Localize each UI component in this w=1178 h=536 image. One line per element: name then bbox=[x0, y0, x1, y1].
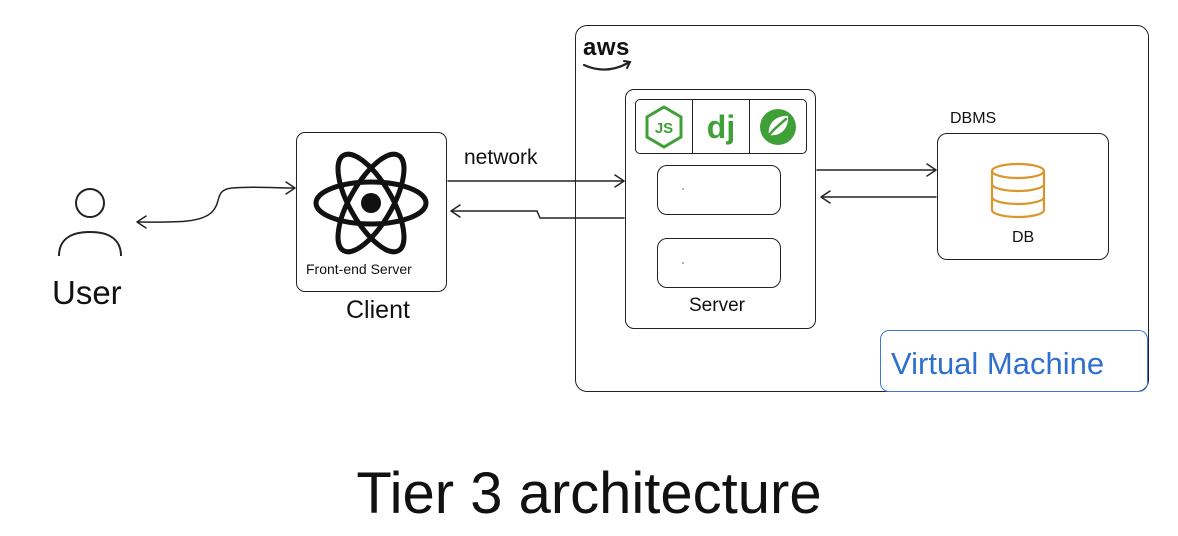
django-text: dj bbox=[707, 109, 735, 145]
db-label: DB bbox=[1012, 229, 1035, 246]
dbms-label: DBMS bbox=[950, 110, 997, 127]
spring-icon bbox=[760, 108, 796, 145]
dbms-box bbox=[937, 133, 1109, 260]
nodejs-icon: JS bbox=[645, 104, 683, 149]
frameworks-strip: JS dj bbox=[635, 99, 807, 154]
server-slot-1 bbox=[657, 165, 781, 215]
server-box bbox=[625, 89, 816, 329]
django-cell: dj bbox=[693, 100, 750, 153]
client-box bbox=[296, 132, 447, 292]
aws-cloud-container bbox=[575, 25, 1149, 392]
user-label: User bbox=[52, 274, 122, 311]
network-label: network bbox=[464, 146, 538, 169]
user-arrowhead bbox=[136, 215, 147, 229]
server-label: Server bbox=[689, 295, 745, 316]
spring-cell bbox=[750, 100, 806, 153]
virtual-machine-box bbox=[880, 330, 1148, 392]
server-to-client-arrow bbox=[451, 210, 625, 219]
nodejs-cell: JS bbox=[636, 100, 693, 153]
virtual-machine-label: Virtual Machine bbox=[891, 346, 1105, 381]
nodejs-text: JS bbox=[655, 120, 673, 137]
client-arrowhead bbox=[285, 181, 296, 195]
diagram-title: Tier 3 architecture bbox=[356, 461, 822, 526]
server-slot-2 bbox=[657, 238, 781, 288]
front-end-server-label: Front-end Server bbox=[306, 261, 412, 277]
user-client-link bbox=[137, 186, 295, 223]
aws-logo: aws bbox=[583, 34, 630, 61]
client-label: Client bbox=[346, 296, 410, 324]
django-icon: dj bbox=[707, 109, 735, 145]
